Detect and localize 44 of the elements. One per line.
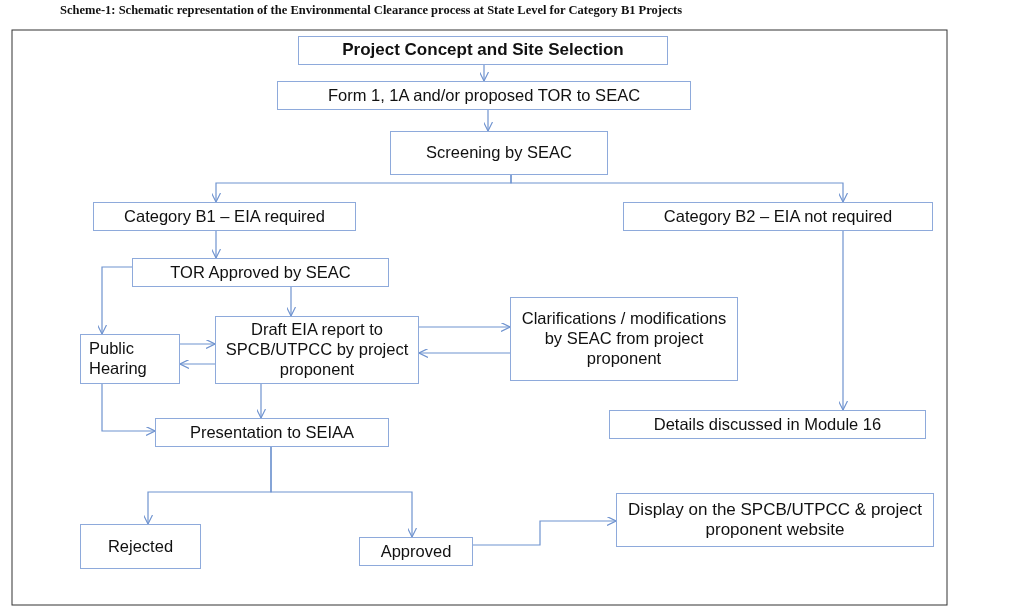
arrow — [210, 230, 222, 259]
arrow — [270, 446, 418, 538]
arrow — [418, 347, 511, 359]
box-label: TOR Approved by SEAC — [170, 262, 351, 283]
process-box — [277, 81, 691, 110]
box-label: Draft EIA report to SPCB/UTPCC by project proponent — [224, 320, 410, 380]
arrow — [96, 266, 133, 335]
box-label: Presentation to SEIAA — [189, 422, 355, 443]
process-box — [359, 537, 473, 566]
box-label: Form 1, 1A and/or proposed TOR to SEAC — [327, 85, 641, 106]
process-box — [80, 334, 180, 384]
box-label: Screening by SEAC — [426, 143, 572, 163]
diagram-title: Scheme-1: Schematic representation of the Environmental Clearance process at State Level for Category B1 Projects — [60, 3, 683, 18]
box-label: Public Hearing — [89, 339, 148, 379]
arrow — [482, 109, 494, 132]
process-box — [132, 258, 389, 287]
arrow — [478, 64, 490, 82]
process-box — [155, 418, 389, 447]
arrow — [101, 383, 156, 437]
arrow — [285, 286, 297, 317]
arrow — [510, 174, 849, 203]
arrow — [179, 338, 216, 350]
process-box — [215, 316, 419, 384]
box-label: Approved — [380, 541, 452, 562]
process-box — [93, 202, 356, 231]
arrow — [179, 358, 216, 370]
box-label: Display on the SPCB/UTPCC & project proponent website — [627, 499, 923, 541]
process-box — [623, 202, 933, 231]
box-label: Category B1 – EIA required — [124, 206, 325, 227]
process-box — [616, 493, 934, 547]
process-box — [298, 36, 668, 65]
box-label: Project Concept and Site Selection — [342, 40, 624, 61]
process-box — [390, 131, 608, 175]
process-box — [510, 297, 738, 381]
box-label: Details discussed in Module 16 — [653, 414, 882, 435]
arrow — [472, 515, 617, 546]
box-label: Category B2 – EIA not required — [663, 206, 893, 227]
box-label: Rejected — [107, 536, 174, 557]
arrow — [255, 383, 267, 419]
process-box — [80, 524, 201, 569]
box-label: Clarifications / modifications by SEAC from project proponent — [520, 309, 728, 369]
arrow — [418, 321, 511, 333]
process-box — [609, 410, 926, 439]
arrow — [837, 230, 849, 411]
